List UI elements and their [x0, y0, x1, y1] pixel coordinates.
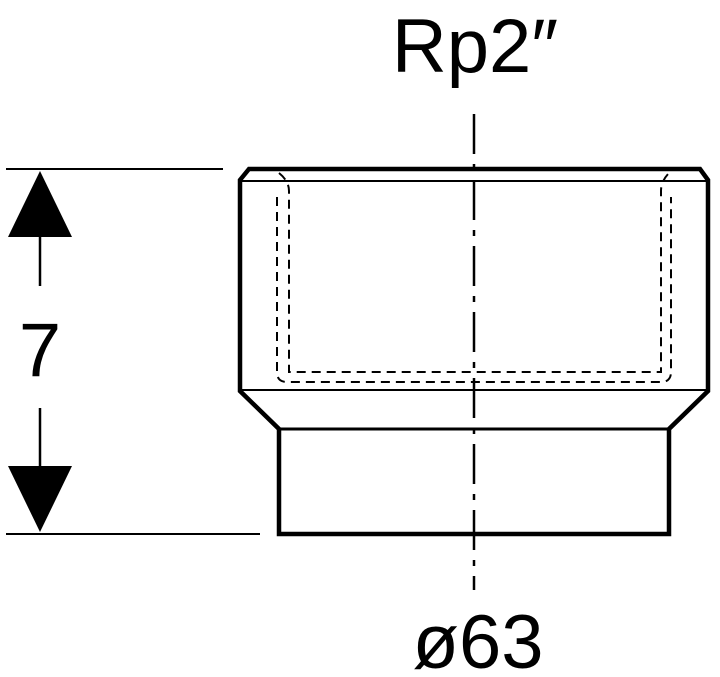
hidden-thread-outline — [278, 172, 670, 373]
arrow-down-icon — [8, 466, 72, 532]
hidden-thread-inner — [276, 197, 672, 383]
thread-size-label: Rp2″ — [392, 4, 558, 89]
diameter-label: ø63 — [413, 600, 544, 677]
arrow-up-icon — [8, 171, 72, 237]
fitting-outline — [237, 166, 711, 537]
height-dimension-label: 7 — [19, 308, 61, 393]
